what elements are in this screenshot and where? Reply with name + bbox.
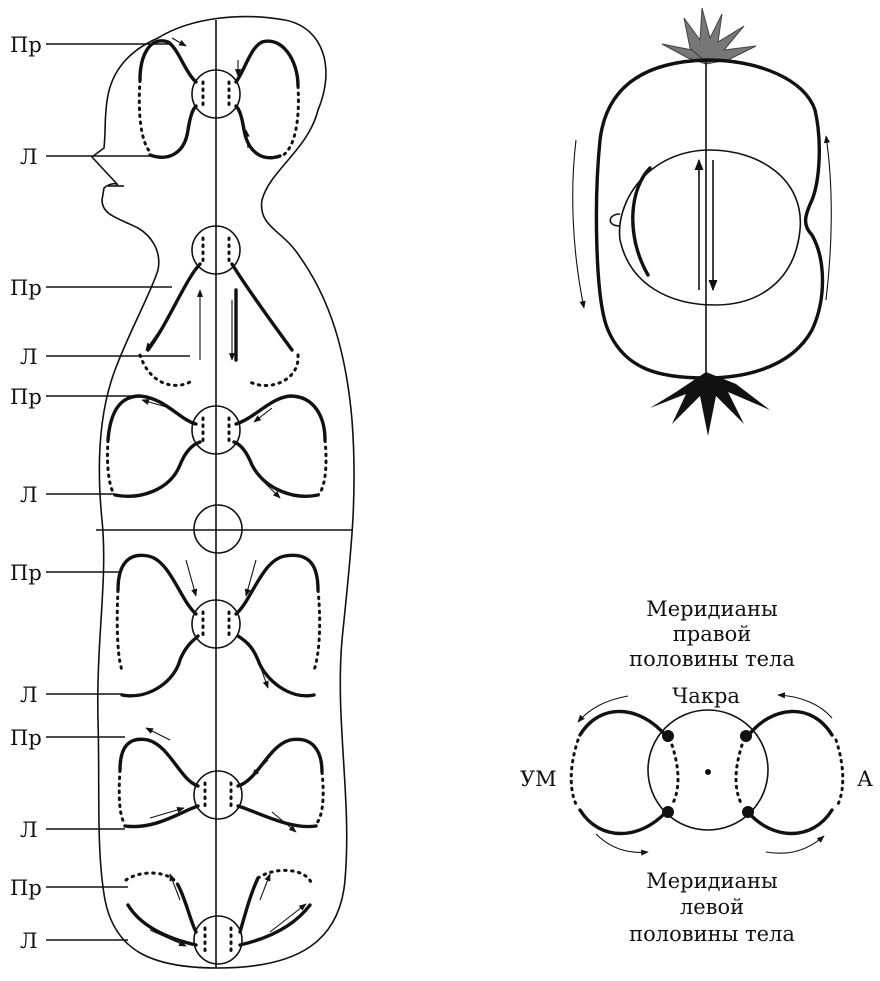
bottom-caption-line-3: половины тела bbox=[629, 922, 795, 946]
junction-bottom-left bbox=[662, 806, 674, 818]
chakra-root bbox=[194, 916, 242, 964]
chakra-inner-dots bbox=[203, 82, 231, 954]
aura-inner-arc bbox=[633, 168, 650, 275]
label-l-5: Л bbox=[20, 818, 38, 842]
top-caption-line-2: правой bbox=[673, 622, 751, 646]
chakra-meridian-diagram: Меридианы правой половины тела Чакра УМ … bbox=[520, 597, 873, 946]
right-loop-bottom bbox=[748, 810, 832, 834]
bottom-caption-line-2: левой bbox=[680, 895, 744, 919]
top-caption-line-3: половины тела bbox=[629, 647, 795, 671]
label-pr-5: Пр bbox=[10, 726, 42, 750]
label-l-6: Л bbox=[20, 929, 38, 953]
label-l-1: Л bbox=[20, 145, 38, 169]
right-loop-top bbox=[748, 711, 832, 736]
aura-side-arrow-left bbox=[573, 140, 584, 308]
body-figure: Пр Л Пр Л Пр Л Пр Л Пр Л Пр Л bbox=[10, 17, 354, 968]
left-loop-bottom bbox=[580, 810, 666, 834]
sacral-loops bbox=[119, 728, 323, 832]
aura-top-view bbox=[573, 8, 832, 436]
root-loops bbox=[126, 870, 312, 946]
label-pr-3: Пр bbox=[10, 385, 42, 409]
right-loop-side bbox=[836, 740, 843, 808]
top-star bbox=[662, 8, 756, 64]
label-pr-6: Пр bbox=[10, 876, 42, 900]
label-pr-4: Пр bbox=[10, 561, 42, 585]
central-chakra-dot bbox=[705, 769, 711, 775]
side-labels: Пр Л Пр Л Пр Л Пр Л Пр Л Пр Л bbox=[10, 33, 42, 953]
flow-arrow-bottom-right bbox=[766, 836, 824, 853]
chakra-label: Чакра bbox=[672, 684, 740, 708]
label-pr-1: Пр bbox=[10, 33, 42, 57]
top-caption-line-1: Меридианы bbox=[646, 597, 778, 621]
junction-bottom-right bbox=[742, 806, 754, 818]
label-l-3: Л bbox=[20, 483, 38, 507]
flow-arrow-top-left bbox=[578, 696, 628, 722]
chakra-sacral bbox=[194, 771, 242, 819]
nose-bump bbox=[610, 214, 620, 226]
junction-top-left bbox=[662, 730, 674, 742]
label-l-4: Л bbox=[20, 683, 38, 707]
aura-outer bbox=[596, 60, 822, 378]
junction-top-right bbox=[740, 730, 752, 742]
navel-loops bbox=[117, 555, 319, 695]
label-l-2: Л bbox=[20, 345, 38, 369]
head-loops bbox=[139, 38, 298, 158]
flow-arrow-bottom-left bbox=[596, 834, 648, 852]
bottom-caption-line-1: Меридианы bbox=[646, 869, 778, 893]
left-loop-top bbox=[580, 711, 666, 736]
left-label-um: УМ bbox=[520, 767, 557, 791]
chest-upper-loops bbox=[140, 264, 298, 386]
bottom-star bbox=[650, 372, 770, 436]
right-label-a: А bbox=[857, 767, 873, 791]
chakra-solar bbox=[194, 505, 242, 553]
left-loop-side bbox=[571, 740, 578, 808]
right-loop-inner bbox=[736, 745, 742, 805]
aura-side-arrow-right bbox=[826, 136, 831, 300]
label-pr-2: Пр bbox=[10, 276, 42, 300]
left-loop-inner bbox=[672, 745, 678, 805]
label-leaders bbox=[46, 44, 190, 940]
